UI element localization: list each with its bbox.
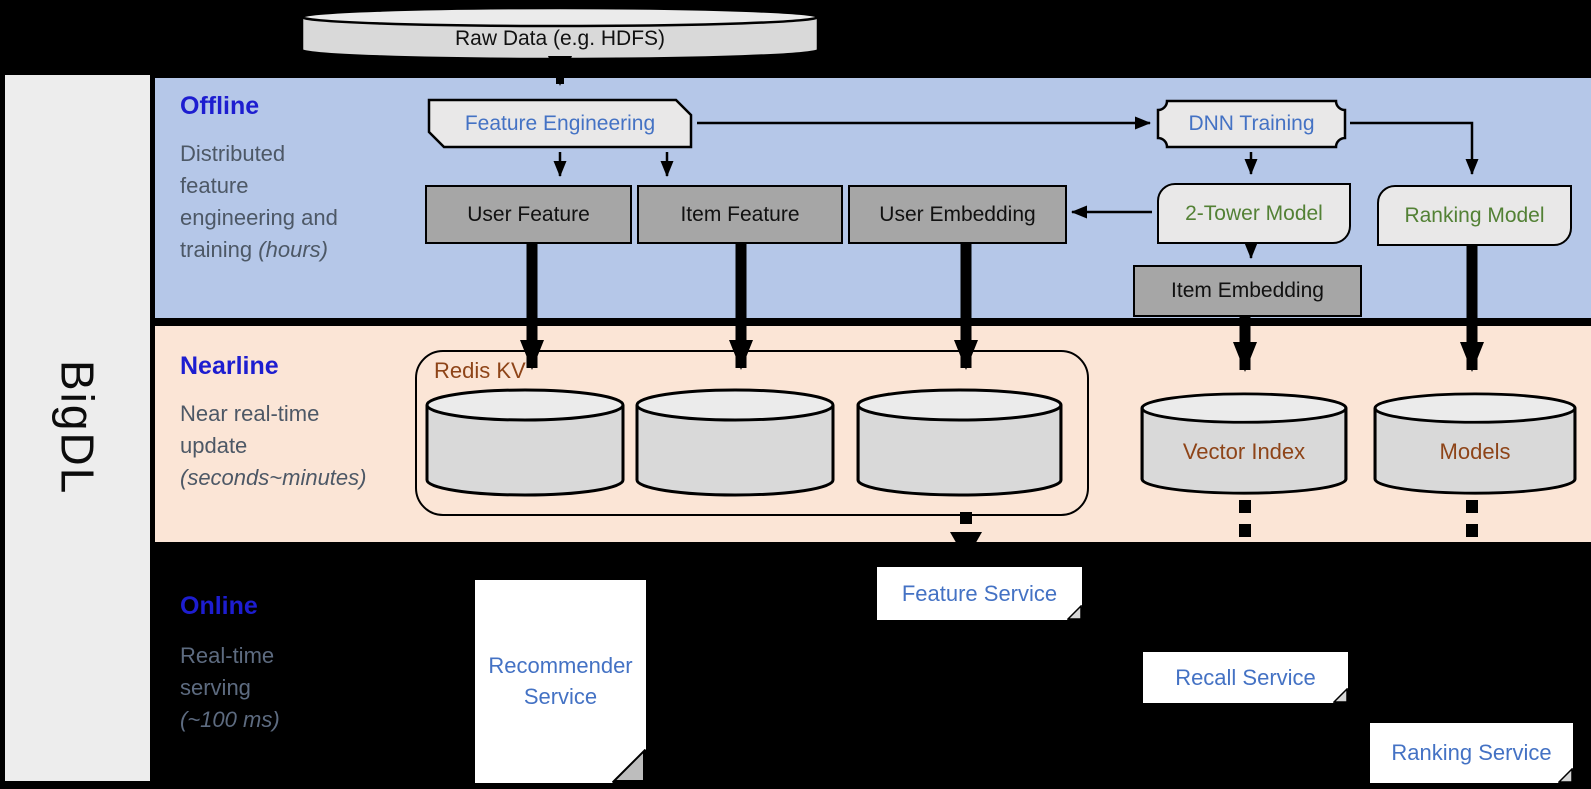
redis-shard-cylinder-2: [635, 388, 835, 498]
cylinder-icon: [425, 388, 625, 497]
feature-engineering-box: Feature Engineering: [425, 97, 695, 150]
ranking-service-box: Ranking Service: [1370, 723, 1573, 783]
feature-service-box: Feature Service: [877, 567, 1082, 620]
vector-index-label: Vector Index: [1182, 439, 1306, 464]
redis-shard-cylinder-3: [856, 388, 1063, 498]
nearline-title: Nearline: [180, 352, 279, 380]
cylinder-icon: [1140, 392, 1348, 495]
online-description: Real-time serving (~100 ms): [180, 643, 280, 732]
feature-engineering-label: Feature Engineering: [464, 111, 656, 135]
models-label: Models: [1439, 439, 1511, 464]
cylinder-icon: [856, 388, 1063, 497]
snip-corner-shape-icon: [427, 98, 693, 149]
ranking-model-box: Ranking Model: [1377, 185, 1572, 246]
vector-index-cylinder: Vector Index: [1140, 392, 1348, 496]
raw-data-cylinder: Raw Data (e.g. HDFS): [300, 6, 820, 62]
recommender-service-doc: Recommender Service: [475, 580, 646, 783]
raw-data-label: Raw Data (e.g. HDFS): [454, 27, 666, 50]
cylinder-icon: [1373, 392, 1577, 495]
item-embedding-box: Item Embedding: [1133, 265, 1362, 317]
offline-title: Offline: [180, 92, 260, 120]
online-title: Online: [180, 592, 258, 620]
dnn-training-label: DNN Training: [1188, 112, 1315, 135]
recommender-service-label: Recommender Service: [488, 652, 633, 709]
recall-service-box: Recall Service: [1143, 652, 1348, 703]
redis-kv-label: Redis KV: [434, 358, 526, 383]
feature-service-label: Feature Service: [901, 580, 1058, 606]
plaque-shape-icon: [1156, 99, 1347, 149]
user-feature-box: User Feature: [425, 185, 632, 244]
item-feature-box: Item Feature: [637, 185, 843, 244]
offline-description: Distributed feature engineering and trai…: [180, 141, 338, 262]
two-tower-model-box: 2-Tower Model: [1157, 183, 1351, 244]
bigdl-sidebar: BigDL: [5, 75, 150, 781]
nearline-description: Near real-time update (seconds~minutes): [180, 401, 367, 490]
recall-service-label: Recall Service: [1175, 664, 1316, 690]
cylinder-icon: [635, 388, 835, 497]
bigdl-logo-text: BigDL: [51, 360, 104, 496]
redis-shard-cylinder-1: [425, 388, 625, 498]
models-cylinder: Models: [1373, 392, 1577, 496]
ranking-service-label: Ranking Service: [1391, 740, 1552, 765]
dnn-training-box: DNN Training: [1155, 98, 1348, 150]
user-embedding-box: User Embedding: [848, 185, 1067, 244]
cylinder-icon: [300, 6, 820, 61]
